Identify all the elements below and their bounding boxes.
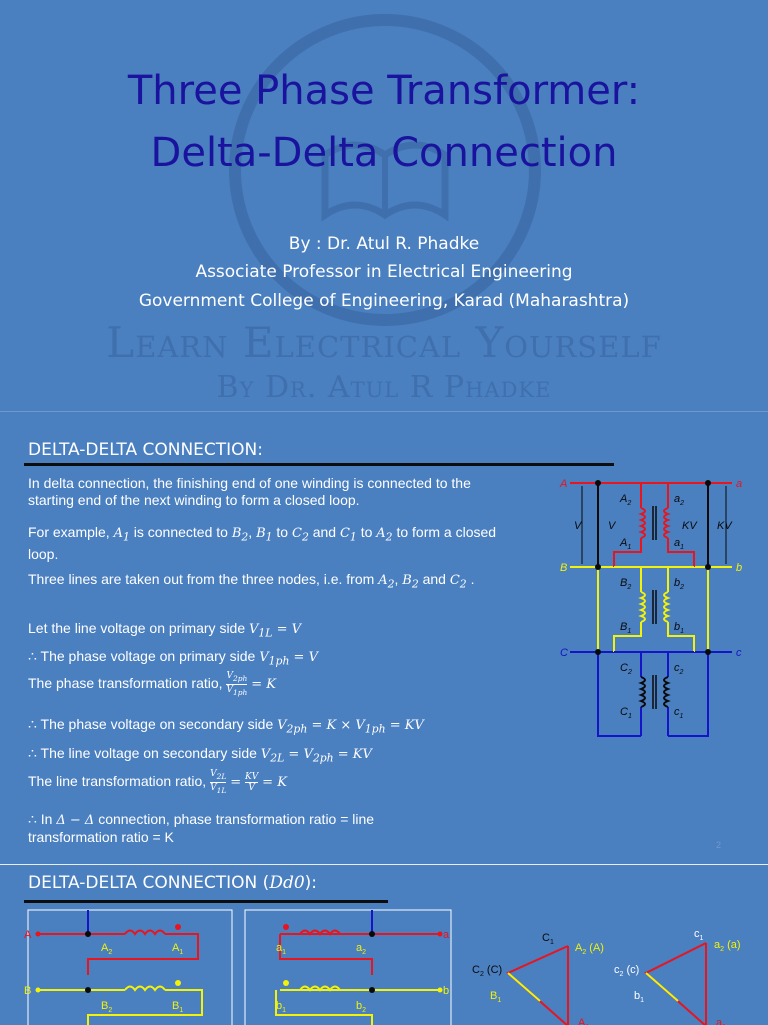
svg-text:A2: A2 xyxy=(101,942,112,956)
coil-a-secondary xyxy=(663,507,671,539)
terminal-B: B xyxy=(560,562,567,574)
page-title: Three Phase Transformer: Delta-Delta Con… xyxy=(0,60,768,184)
voltage-KV-line: KV xyxy=(717,520,733,532)
title-line-1: Three Phase Transformer: xyxy=(127,68,641,114)
coil-C-primary xyxy=(638,676,646,708)
paragraph-10: ∴ In Δ − Δ connection, phase transformat… xyxy=(28,811,375,845)
title-line-2: Delta-Delta Connection xyxy=(150,130,618,176)
svg-text:C2 (C): C2 (C) xyxy=(472,964,502,978)
section-heading: DELTA-DELTA CONNECTION: xyxy=(28,440,263,460)
delta-delta-diagram: A B C a b c xyxy=(559,478,742,737)
voltage-KV-phase: KV xyxy=(682,520,698,532)
connection-slide: DELTA-DELTA CONNECTION (Dd0): A A2 A1 B … xyxy=(0,864,768,1025)
coil-B-primary xyxy=(638,591,646,623)
dd0-connection-diagram: A A2 A1 B B2 B1 a a1 a2 xyxy=(24,909,741,1025)
svg-text:B2: B2 xyxy=(101,1000,112,1014)
terminal-c: c xyxy=(736,647,742,659)
coil-A-primary xyxy=(638,507,646,539)
content-slide: DELTA-DELTA CONNECTION: In delta connect… xyxy=(0,411,768,864)
svg-text:C1: C1 xyxy=(542,932,554,946)
svg-text:b1: b1 xyxy=(276,1000,286,1014)
position-line: Associate Professor in Electrical Engine… xyxy=(195,262,573,282)
phasor-triangle-primary xyxy=(506,945,569,1025)
slide-number: 2 xyxy=(716,840,722,850)
section-heading-dd0: DELTA-DELTA CONNECTION (Dd0): xyxy=(28,873,318,893)
coil-b-secondary xyxy=(663,591,671,623)
svg-text:a1: a1 xyxy=(276,942,286,956)
svg-text:B1: B1 xyxy=(490,990,501,1004)
svg-text:B1: B1 xyxy=(172,1000,183,1014)
svg-text:c1: c1 xyxy=(694,928,704,942)
svg-text:B2: B2 xyxy=(620,577,631,591)
terminal-b-3: b xyxy=(443,985,449,997)
heading-rule-dd0 xyxy=(24,900,388,903)
svg-text:A2: A2 xyxy=(619,493,631,507)
terminal-B-3: B xyxy=(24,985,31,997)
terminal-a: a xyxy=(736,478,742,490)
watermark-text: Learn Electrical Yourself xyxy=(106,318,662,367)
svg-text:c2 (c): c2 (c) xyxy=(614,964,639,978)
terminal-a-3: a xyxy=(443,929,450,941)
svg-text:B1: B1 xyxy=(620,621,631,635)
terminal-b: b xyxy=(736,562,742,574)
phasor-triangle-secondary xyxy=(644,942,707,1025)
heading-rule xyxy=(24,463,614,466)
watermark-logo xyxy=(229,14,541,326)
voltage-V-line: V xyxy=(574,520,583,532)
svg-text:A1: A1 xyxy=(172,942,183,956)
svg-text:a2: a2 xyxy=(674,493,684,507)
paragraph-8: ∴ The line voltage on secondary side V2L… xyxy=(28,745,372,765)
svg-text:A2 (A): A2 (A) xyxy=(575,942,604,956)
paragraph-4: Let the line voltage on primary side V1L… xyxy=(28,620,302,640)
svg-text:A1: A1 xyxy=(619,537,631,551)
svg-text:b2: b2 xyxy=(674,577,684,591)
svg-text:c2: c2 xyxy=(674,662,684,676)
svg-text:C2: C2 xyxy=(620,662,632,676)
title-slide: Learn Electrical Yourself By Dr. Atul R … xyxy=(0,0,768,410)
paragraph-7: ∴ The phase voltage on secondary side V2… xyxy=(28,716,424,736)
svg-text:b2: b2 xyxy=(356,1000,366,1014)
terminal-A-3: A xyxy=(24,929,32,941)
terminal-A: A xyxy=(559,478,567,490)
watermark-subtext: By Dr. Atul R Phadke xyxy=(216,370,552,405)
svg-text:C1: C1 xyxy=(620,706,632,720)
institute-line: Government College of Engineering, Karad… xyxy=(138,291,630,311)
svg-text:a2 (a): a2 (a) xyxy=(714,939,741,953)
coil-c-secondary xyxy=(663,676,671,708)
svg-text:b1: b1 xyxy=(674,621,684,635)
author-line: By : Dr. Atul R. Phadke xyxy=(288,234,480,254)
voltage-V-phase: V xyxy=(608,520,617,532)
paragraph-1: In delta connection, the finishing end o… xyxy=(28,475,471,508)
svg-text:b1: b1 xyxy=(634,990,644,1004)
svg-text:c1: c1 xyxy=(674,706,684,720)
terminal-C: C xyxy=(560,647,568,659)
paragraph-5: ∴ The phase voltage on primary side V1ph… xyxy=(28,648,318,668)
svg-text:a1: a1 xyxy=(674,537,684,551)
svg-text:a2: a2 xyxy=(356,942,366,956)
paragraph-2: For example, A1 is connected to B2, B1 t… xyxy=(28,524,497,562)
paragraph-3: Three lines are taken out from the three… xyxy=(28,571,475,591)
